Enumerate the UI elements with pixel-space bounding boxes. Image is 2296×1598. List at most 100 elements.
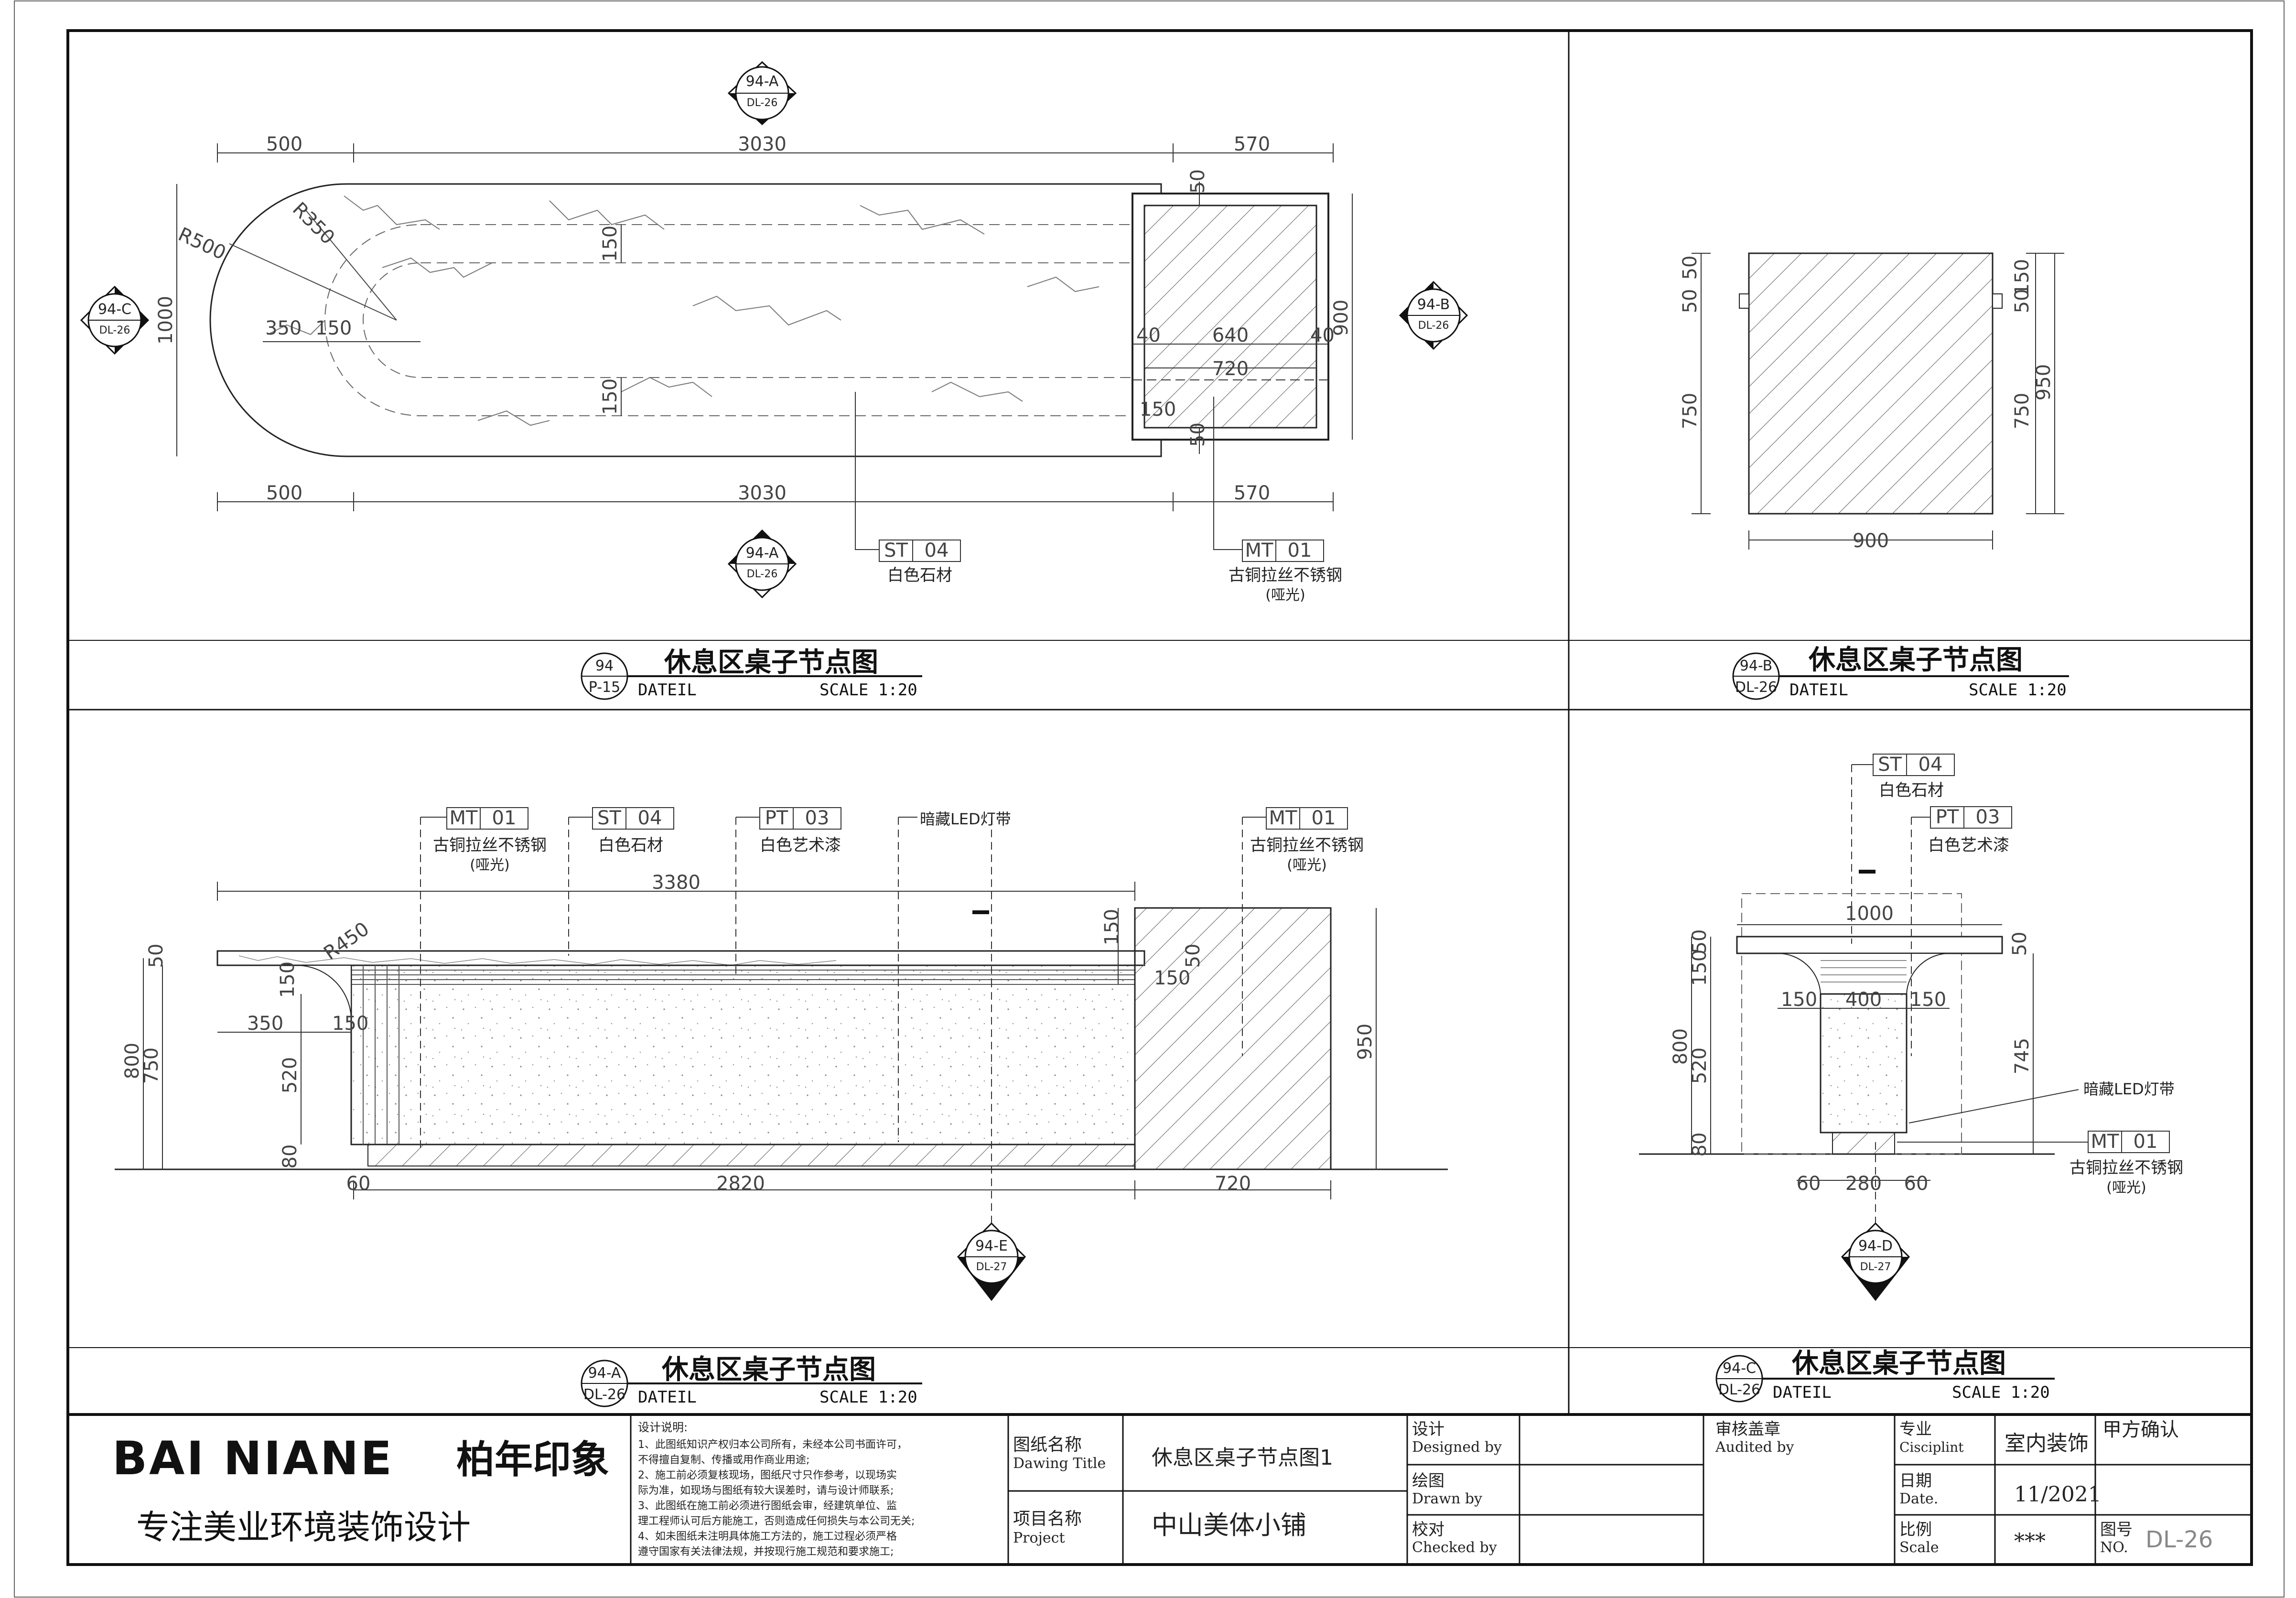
svg-text:SCALE 1:20: SCALE 1:20 (819, 1388, 917, 1407)
project-name: 中山美体小铺 (1152, 1510, 1306, 1540)
svg-text:MT: MT (450, 807, 478, 829)
svg-text:94-C: 94-C (98, 301, 131, 318)
svg-text:01: 01 (492, 807, 517, 829)
svg-text:白色石材: 白色石材 (1879, 781, 1944, 800)
svg-text:DL-26: DL-26 (1418, 320, 1449, 332)
svg-text:柏年印象: 柏年印象 (456, 1437, 609, 1482)
svg-text:PT: PT (765, 807, 788, 829)
elev-dim-350: 350 (247, 1013, 283, 1035)
paper-border (14, 0, 2285, 1598)
drawn-label-cn: 绘图 (1412, 1471, 1444, 1490)
svg-text:白色艺术漆: 白色艺术漆 (1928, 836, 2009, 855)
svg-text:03: 03 (1976, 806, 2000, 828)
svg-text:94-A: 94-A (746, 545, 779, 561)
date-label-en: Date. (1899, 1490, 1938, 1507)
svg-text:暗藏LED灯带: 暗藏LED灯带 (920, 810, 1011, 828)
section-mark-94a-bottom: 94-A DL-26 (727, 529, 797, 599)
elev-dim-150a: 150 (277, 961, 299, 998)
plan-view-title: 94 P-15 休息区桌子节点图 DATEIL SCALE 1:20 (581, 647, 922, 700)
sect-dim-520: 520 (1689, 1047, 1711, 1084)
svg-text:(哑光): (哑光) (1265, 587, 1305, 604)
plan-dim-150a: 150 (315, 317, 352, 339)
drawing-no-label-cn: 图号 (2100, 1520, 2133, 1539)
title-block: BAI NIANE 柏年印象 专注美业环境装饰设计 设计说明: 1、此图纸知识产… (112, 1414, 2252, 1565)
svg-text:SCALE 1:20: SCALE 1:20 (1969, 680, 2067, 700)
svg-text:DL-26: DL-26 (1735, 679, 1777, 696)
svg-text:DL-27: DL-27 (976, 1261, 1007, 1273)
elev-dim-60: 60 (346, 1173, 371, 1195)
svg-text:94-B: 94-B (1417, 296, 1450, 313)
discipline-label-en: Cisciplint (1899, 1439, 1964, 1455)
side-dim-50a: 50 (2011, 289, 2033, 313)
design-notes: 设计说明: 1、此图纸知识产权归本公司所有，未经本公司书面许可， 不得擅自复制、… (638, 1421, 915, 1558)
svg-text:白色石材: 白色石材 (598, 836, 663, 855)
elev-dim-150c: 150 (1101, 909, 1123, 945)
date-value: 11/2021 (2014, 1482, 2102, 1507)
scale-label-en: Scale (1899, 1539, 1939, 1556)
side-dim-150: 150 (2011, 259, 2033, 295)
svg-text:SCALE 1:20: SCALE 1:20 (1952, 1383, 2050, 1402)
svg-text:际为准，如现场与图纸有较大误差时，请与设计师联系;: 际为准，如现场与图纸有较大误差时，请与设计师联系; (638, 1485, 894, 1497)
side-dim-750: 750 (2011, 393, 2033, 429)
svg-text:PT: PT (1936, 806, 1959, 828)
plan-dim-bottom-3: 570 (1234, 482, 1270, 504)
drawing-title-label-cn: 图纸名称 (1013, 1435, 1082, 1455)
plan-dim-top-2: 3030 (738, 133, 787, 155)
elev-tag-st04: ST 04 白色石材 (592, 807, 674, 855)
sect-dim-745: 745 (2011, 1038, 2033, 1074)
plan-dim-150c: 150 (599, 378, 621, 415)
svg-text:SCALE 1:20: SCALE 1:20 (819, 680, 917, 700)
svg-text:01: 01 (1288, 540, 1312, 561)
svg-text:DL-26: DL-26 (747, 97, 778, 109)
svg-text:DL-26: DL-26 (583, 1386, 625, 1403)
sect-dim-150c: 150 (1689, 950, 1711, 986)
side-dim-950: 950 (2033, 364, 2055, 400)
plan-tag-st04: ST 04 白色石材 (879, 540, 961, 585)
discipline-value: 室内装饰 (2005, 1431, 2089, 1456)
sect-tag-st04: ST 04 白色石材 (1852, 754, 1955, 800)
audit-label-cn: 审核盖章 (1715, 1420, 1780, 1439)
svg-text:4、如未图纸未注明具体施工方法的，施工过程必须严格: 4、如未图纸未注明具体施工方法的，施工过程必须严格 (638, 1531, 897, 1543)
drawing-title-label-en: Dawing Title (1013, 1455, 1106, 1472)
elev-tag-mt01-left: MT 01 古铜拉丝不锈钢 (哑光) (433, 807, 547, 874)
plan-dim-50a: 50 (1187, 169, 1209, 194)
plan-dim-top-3: 570 (1234, 133, 1270, 155)
sect-dim-400: 400 (1845, 989, 1882, 1011)
plan-dim-bottom-2: 3030 (738, 482, 787, 504)
elev-dim-2820: 2820 (716, 1173, 765, 1195)
svg-text:古铜拉丝不锈钢: 古铜拉丝不锈钢 (2070, 1158, 2183, 1177)
svg-text:P-15: P-15 (589, 679, 620, 696)
elev-dim-520: 520 (279, 1057, 301, 1093)
svg-text:1、此图纸知识产权归本公司所有，未经本公司书面许可，: 1、此图纸知识产权归本公司所有，未经本公司书面许可， (638, 1439, 907, 1451)
sect-dim-60b: 60 (1904, 1173, 1929, 1195)
side-dim-900: 900 (1853, 530, 1889, 552)
svg-text:3、此图纸在施工前必须进行图纸会审，经建筑单位、监: 3、此图纸在施工前必须进行图纸会审，经建筑单位、监 (638, 1500, 897, 1512)
plan-dim-720: 720 (1212, 358, 1249, 380)
svg-text:ST: ST (1878, 754, 1902, 776)
plan-dim-r500: R500 (175, 223, 229, 264)
elev-dim-80: 80 (279, 1145, 301, 1169)
svg-text:MT: MT (1269, 807, 1298, 829)
plan-tag-mt01: MT 01 古铜拉丝不锈钢 (哑光) (1229, 540, 1342, 604)
svg-text:04: 04 (1919, 754, 1943, 776)
svg-text:(哑光): (哑光) (470, 857, 509, 874)
svg-text:BAI NIANE: BAI NIANE (112, 1432, 394, 1485)
sect-dim-80: 80 (1689, 1133, 1711, 1157)
drawing-title: 休息区桌子节点图1 (1152, 1446, 1333, 1470)
elev-dim-750: 750 (140, 1047, 162, 1084)
svg-text:94-A: 94-A (746, 73, 779, 90)
svg-text:MT: MT (2091, 1131, 2120, 1153)
plan-dim-350: 350 (265, 317, 302, 339)
plan-view: 500 3030 570 500 3030 570 R500 R350 1000… (80, 61, 1468, 604)
elevation-view-title: 94-A DL-26 休息区桌子节点图 DATEIL SCALE 1:20 (581, 1354, 922, 1407)
svg-text:古铜拉丝不锈钢: 古铜拉丝不锈钢 (1250, 836, 1364, 855)
svg-text:2、施工前必须复核现场，图纸尺寸只作参考，以现场实: 2、施工前必须复核现场，图纸尺寸只作参考，以现场实 (638, 1469, 897, 1481)
elev-dim-50a: 50 (145, 944, 167, 968)
drawing-frame (66, 29, 2253, 1566)
plan-dim-150b: 150 (599, 226, 621, 262)
svg-text:DL-26: DL-26 (99, 324, 130, 336)
svg-text:DATEIL: DATEIL (1789, 680, 1848, 700)
designed-label-cn: 设计 (1412, 1420, 1444, 1439)
svg-text:03: 03 (805, 807, 830, 829)
drawing-no-value: DL-26 (2145, 1526, 2213, 1553)
